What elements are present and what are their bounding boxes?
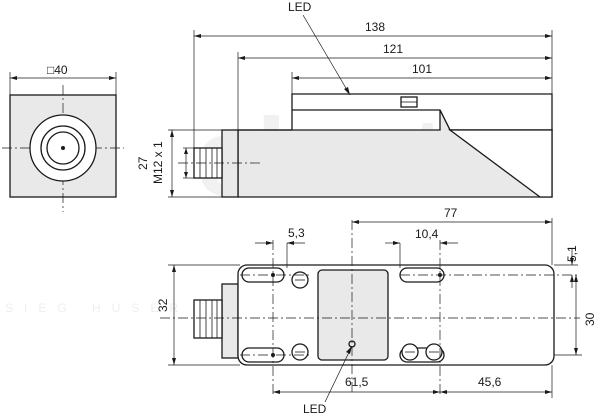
side-view-slope [448, 129, 553, 198]
dim-27-label: 27 [136, 156, 150, 170]
dim-121-label: 121 [383, 42, 403, 56]
dim-61-5-label: 61,5 [345, 375, 369, 389]
led-leader-top [302, 14, 351, 96]
sensing-face [317, 269, 389, 361]
dim-45-6-label: 45,6 [478, 375, 502, 389]
side-flange [221, 129, 239, 198]
top-connector [193, 299, 223, 339]
dim-32-label: 32 [156, 298, 170, 312]
top-flange [221, 283, 239, 359]
dim-101-label: 101 [412, 62, 432, 76]
top-view-body [237, 264, 555, 366]
led-label-bottom: LED [303, 402, 327, 416]
dim-138-label: 138 [365, 20, 385, 34]
led-label-top: LED [288, 0, 312, 14]
dim-77-label: 77 [444, 206, 458, 220]
led-leader-bottom [324, 345, 353, 403]
front-view-center-dot [61, 146, 65, 150]
dim-5-3-label: 5,3 [288, 226, 305, 240]
top-view: LED 77 5,3 10,4 5,1 30 [156, 206, 597, 416]
side-view: 138 121 101 LED 27 M12 x 1 [136, 0, 553, 198]
front-view: □40 [2, 63, 124, 212]
dim-10-4-label: 10,4 [415, 227, 439, 241]
dim-30-label: 30 [583, 312, 597, 326]
dim-40-label: □40 [47, 63, 68, 77]
led-indicator [348, 340, 356, 348]
dim-5-1-label: 5,1 [565, 245, 579, 262]
front-view-inner-ring [46, 131, 80, 165]
front-view-middle-ring [40, 125, 86, 171]
thread-label: M12 x 1 [151, 141, 165, 184]
